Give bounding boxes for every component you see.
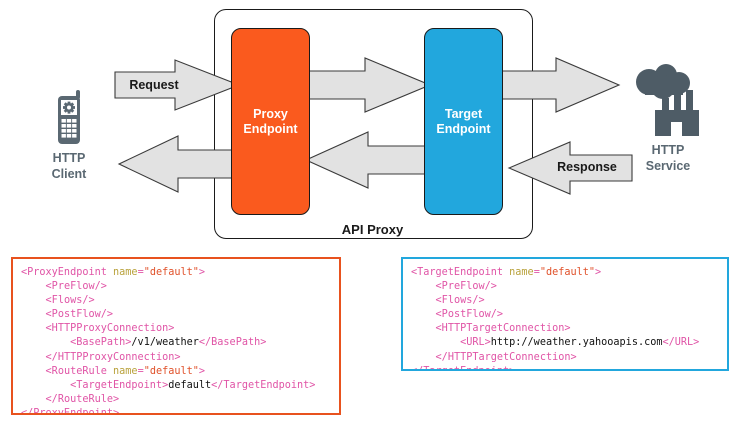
code-line: </ProxyEndpoint> xyxy=(21,407,331,415)
code-token-tag: > xyxy=(198,267,206,278)
code-token-val: "default" xyxy=(143,365,199,377)
code-token-tag: > xyxy=(595,267,602,278)
code-token-attr: name xyxy=(509,267,534,278)
cloud-factory-icon xyxy=(636,64,699,136)
code-token-tag: <ProxyEndpoint xyxy=(21,267,114,278)
code-token-tag: </TargetEndpoint> xyxy=(411,366,515,369)
target-endpoint-xml-block: <TargetEndpoint name="default"> <PreFlow… xyxy=(401,257,729,371)
code-line: </RouteRule> xyxy=(21,393,331,407)
proxy-endpoint-box[interactable]: Proxy Endpoint xyxy=(231,28,310,215)
arrow-target-to-proxy xyxy=(304,131,436,189)
mobile-phone-icon xyxy=(58,90,80,144)
code-token-tag: = xyxy=(137,365,144,377)
code-token-txt xyxy=(411,309,436,320)
code-line: <TargetEndpoint>default</TargetEndpoint> xyxy=(21,379,331,393)
api-proxy-label: API Proxy xyxy=(341,222,404,237)
code-token-txt xyxy=(411,352,436,363)
code-token-tag: </HTTPTargetConnection> xyxy=(435,351,577,363)
proxy-endpoint-label: Proxy Endpoint xyxy=(243,106,298,136)
code-token-tag: <TargetEndpoint xyxy=(411,267,510,278)
code-token-txt xyxy=(411,337,460,348)
code-token-tag: <RouteRule xyxy=(45,365,114,377)
code-token-tag: <Flows/> xyxy=(435,295,485,307)
code-line: </HTTPProxyConnection> xyxy=(21,351,331,365)
code-token-tag: </RouteRule> xyxy=(45,393,120,405)
code-token-txt xyxy=(21,323,46,334)
arrow-response xyxy=(507,141,633,195)
target-endpoint-label: Target Endpoint xyxy=(436,106,491,136)
code-token-tag: = xyxy=(533,267,540,278)
code-token-txt xyxy=(21,352,46,363)
code-token-txt: /v1/weather xyxy=(131,337,199,349)
code-token-tag: <PreFlow/> xyxy=(45,281,107,293)
code-line: <RouteRule name="default"> xyxy=(21,365,331,379)
code-token-txt xyxy=(21,281,46,292)
code-token-txt xyxy=(21,309,46,320)
code-token-txt xyxy=(21,366,46,377)
http-service-label: HTTP Service xyxy=(638,142,698,174)
http-client-label-line2: Client xyxy=(51,167,87,181)
code-line: <PostFlow/> xyxy=(21,308,331,322)
code-token-txt xyxy=(411,323,436,334)
code-token-val: "default" xyxy=(539,267,596,278)
arrow-request-label: Request xyxy=(129,78,179,92)
arrow-target-to-service xyxy=(495,57,621,113)
code-token-tag: <BasePath> xyxy=(70,337,132,349)
code-token-tag: <TargetEndpoint> xyxy=(70,379,169,391)
code-token-txt xyxy=(411,281,436,292)
code-line: <Flows/> xyxy=(411,294,719,308)
code-line: <URL>http://weather.yahooapis.com</URL> xyxy=(411,336,719,350)
code-token-tag: <URL> xyxy=(460,337,491,349)
code-line: <Flows/> xyxy=(21,294,331,308)
code-token-txt: default xyxy=(168,379,212,391)
code-line: <TargetEndpoint name="default"> xyxy=(411,266,719,280)
code-line: <ProxyEndpoint name="default"> xyxy=(21,266,331,280)
code-line: </HTTPTargetConnection> xyxy=(411,351,719,365)
code-token-attr: name xyxy=(113,365,138,377)
arrow-proxy-to-client xyxy=(117,135,239,193)
code-token-txt xyxy=(21,394,46,405)
code-line: <BasePath>/v1/weather</BasePath> xyxy=(21,336,331,350)
code-token-tag: <PostFlow/> xyxy=(45,309,114,321)
code-token-attr: name xyxy=(113,267,138,278)
code-token-tag: </ProxyEndpoint> xyxy=(21,407,120,415)
target-endpoint-box[interactable]: Target Endpoint xyxy=(424,28,503,215)
code-token-tag: <Flows/> xyxy=(45,295,95,307)
code-token-tag: > xyxy=(198,365,206,377)
code-token-val: "default" xyxy=(143,267,199,278)
code-token-tag: </HTTPProxyConnection> xyxy=(45,351,181,363)
code-token-tag: </BasePath> xyxy=(198,337,267,349)
code-token-tag: </URL> xyxy=(662,337,700,349)
code-line: <PreFlow/> xyxy=(21,280,331,294)
code-token-txt xyxy=(21,380,70,391)
code-line: <PreFlow/> xyxy=(411,280,719,294)
proxy-endpoint-xml-block: <ProxyEndpoint name="default"> <PreFlow/… xyxy=(11,257,341,415)
code-token-tag: <HTTPTargetConnection> xyxy=(435,323,571,335)
code-line: <HTTPTargetConnection> xyxy=(411,322,719,336)
http-client-label: HTTP Client xyxy=(39,150,99,182)
code-token-tag: <PostFlow/> xyxy=(435,309,504,321)
code-token-tag: <PreFlow/> xyxy=(435,281,497,293)
arrow-request xyxy=(114,59,241,111)
code-token-tag: = xyxy=(137,267,144,278)
code-token-txt: http://weather.yahooapis.com xyxy=(490,337,663,349)
code-line: <PostFlow/> xyxy=(411,308,719,322)
code-line: <HTTPProxyConnection> xyxy=(21,322,331,336)
code-line: </TargetEndpoint> xyxy=(411,365,719,369)
http-service-label-line1: HTTP xyxy=(651,143,685,157)
code-token-tag: <HTTPProxyConnection> xyxy=(45,323,175,335)
code-token-txt xyxy=(411,295,436,306)
http-service-label-line2: Service xyxy=(645,159,691,173)
arrow-proxy-to-target xyxy=(302,57,432,113)
code-token-tag: </TargetEndpoint> xyxy=(211,379,316,391)
http-client-label-line1: HTTP xyxy=(52,151,86,165)
code-token-txt xyxy=(21,295,46,306)
code-token-txt xyxy=(21,337,70,348)
arrow-response-label: Response xyxy=(557,160,617,174)
